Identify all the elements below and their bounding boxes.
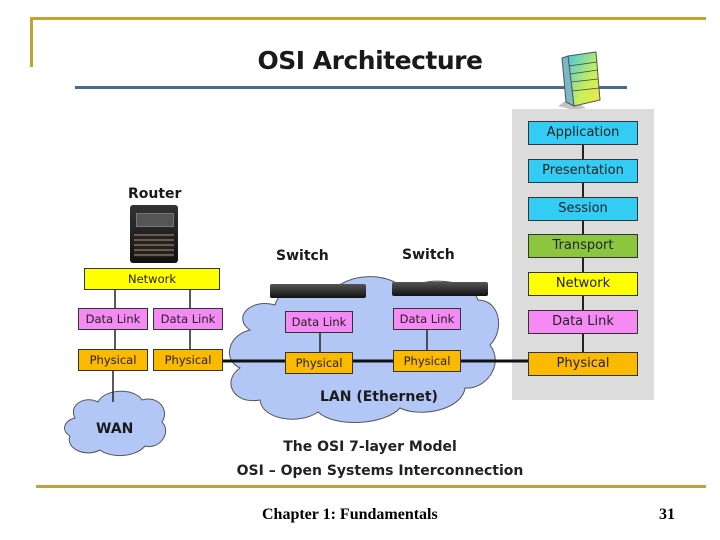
caption-line-2: OSI – Open Systems Interconnection [236, 463, 524, 479]
osi-stack-panel: Application Presentation Session Transpo… [512, 109, 654, 400]
router-data-link-2: Data Link [153, 308, 223, 330]
layer-label: Data Link [399, 312, 455, 326]
layer-label: Data Link [160, 312, 216, 326]
layer-label: Physical [556, 356, 610, 371]
layer-label: Data Link [85, 312, 141, 326]
layer-data-link: Data Link [528, 310, 638, 334]
router-physical-2: Physical [153, 349, 223, 371]
lan-label: LAN (Ethernet) [320, 389, 438, 405]
left-border [30, 17, 33, 67]
slide-title: OSI Architecture [257, 46, 483, 75]
layer-label: Physical [89, 353, 137, 367]
layer-label: Presentation [542, 163, 624, 178]
switch-2-data-link: Data Link [393, 308, 461, 330]
router-physical-1: Physical [78, 349, 148, 371]
switch-1-data-link: Data Link [285, 311, 353, 333]
switch-1-physical: Physical [285, 352, 353, 374]
top-border [30, 17, 706, 20]
switch-1-icon [270, 284, 366, 298]
layer-label: Network [127, 272, 177, 286]
layer-network: Network [528, 272, 638, 296]
layer-label: Physical [164, 353, 212, 367]
title-underline [75, 86, 627, 89]
layer-physical: Physical [528, 352, 638, 376]
switch-2-icon [392, 282, 488, 296]
layer-application: Application [528, 121, 638, 145]
switch-2-physical: Physical [393, 350, 461, 372]
router-icon [130, 205, 178, 263]
router-network: Network [84, 268, 220, 290]
wan-label: WAN [96, 421, 134, 437]
layer-transport: Transport [528, 234, 638, 258]
server-icon [558, 51, 601, 110]
switch-2-label: Switch [402, 247, 455, 263]
layer-label: Transport [552, 238, 614, 253]
wan-cloud [64, 390, 167, 456]
layer-label: Physical [403, 354, 451, 368]
layer-label: Network [555, 276, 611, 291]
layer-label: Data Link [552, 314, 614, 329]
layer-presentation: Presentation [528, 159, 638, 183]
layer-label: Physical [295, 356, 343, 370]
switch-1-label: Switch [276, 248, 329, 264]
router-label: Router [128, 186, 182, 202]
caption-line-1: The OSI 7-layer Model [283, 439, 457, 455]
page-number: 31 [659, 506, 675, 523]
layer-session: Session [528, 197, 638, 221]
footer-chapter: Chapter 1: Fundamentals [262, 506, 438, 523]
layer-label: Application [546, 125, 620, 140]
bottom-border [36, 485, 706, 488]
layer-label: Session [558, 201, 608, 216]
router-data-link-1: Data Link [78, 308, 148, 330]
layer-label: Data Link [291, 315, 347, 329]
